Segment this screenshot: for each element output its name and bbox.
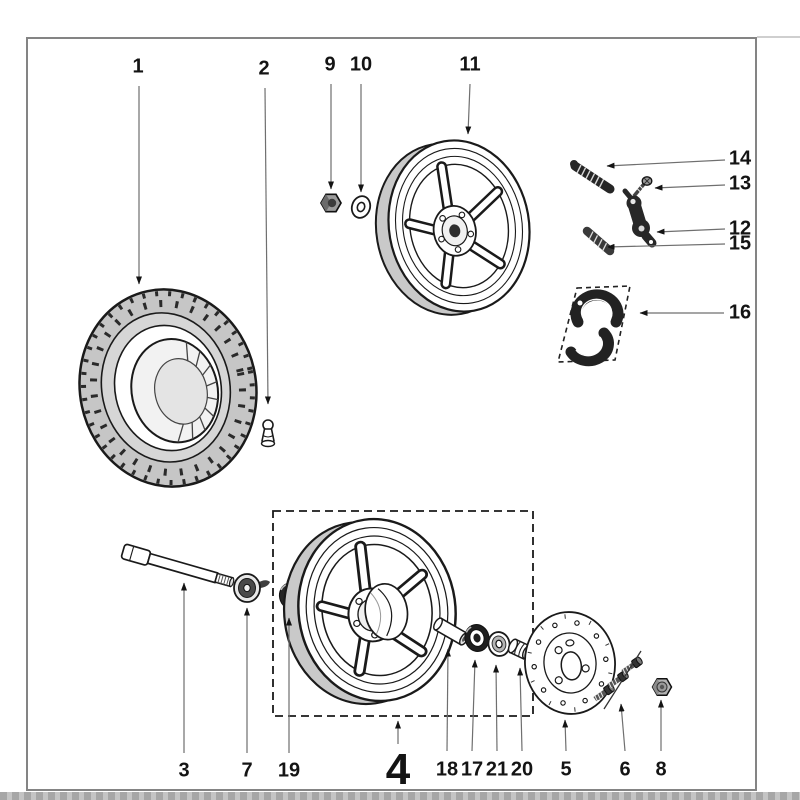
bearing-illustration (464, 624, 490, 652)
leader-line-15 (606, 243, 726, 250)
callout-3: 3 (178, 759, 190, 782)
washer-illustration (350, 195, 372, 219)
callout-20: 20 (510, 758, 534, 781)
callout-16: 16 (728, 301, 752, 324)
leader-lines (136, 83, 726, 753)
leader-line-20 (517, 667, 524, 752)
seal-ring-illustration (487, 631, 511, 657)
callout-12: 12 (728, 217, 752, 240)
callout-18: 18 (435, 758, 459, 781)
leader-line-14 (606, 159, 726, 169)
callout-13: 13 (728, 172, 752, 195)
leader-line-21 (493, 664, 500, 752)
callout-19: 19 (277, 759, 301, 782)
scan-edge-artifact (0, 792, 800, 800)
callout-9: 9 (324, 53, 336, 76)
callout-14: 14 (728, 147, 752, 170)
callout-6: 6 (619, 758, 631, 781)
speedometer-drive-illustration (233, 573, 270, 603)
callout-1: 1 (132, 55, 144, 78)
brake-cam-lever-illustration (622, 188, 657, 248)
leader-line-18 (444, 648, 451, 752)
callout-21: 21 (485, 758, 509, 781)
callout-15: 15 (728, 232, 752, 255)
front-wheel-illustration (362, 129, 543, 326)
leader-line-17 (471, 659, 478, 752)
brake-shoes-dashed-box (556, 285, 631, 363)
wheel-assembly-dashed-box (272, 510, 534, 717)
brake-disc-illustration (524, 611, 616, 715)
tire-illustration (78, 288, 258, 488)
leader-line-11 (465, 83, 472, 135)
leader-line-13 (654, 184, 726, 191)
brake-screw-illustration (632, 176, 653, 198)
callout-17: 17 (460, 758, 484, 781)
callout-7: 7 (241, 759, 253, 782)
brake-shoes-illustration (565, 289, 624, 367)
valve-stem-illustration (260, 419, 276, 448)
axle-shaft-illustration (120, 543, 235, 588)
callout-5: 5 (560, 758, 572, 781)
brake-spring-lower-illustration (582, 226, 615, 256)
leader-line-5 (562, 719, 569, 752)
callout-2: 2 (258, 57, 270, 80)
callout-11: 11 (459, 53, 481, 76)
brake-spring-upper-illustration (570, 160, 615, 194)
callout-10: 10 (349, 53, 373, 76)
leader-line-12 (656, 228, 726, 235)
axle-nut-illustration (320, 193, 342, 213)
leader-line-6 (618, 703, 626, 752)
disc-screws-illustration (591, 650, 644, 710)
hub-wheel-illustration (272, 509, 467, 714)
hex-nut-illustration (651, 678, 673, 696)
callout-4: 4 (385, 745, 411, 794)
diagram-frame (26, 37, 757, 791)
callout-8: 8 (655, 758, 667, 781)
leader-line-2 (264, 87, 271, 405)
